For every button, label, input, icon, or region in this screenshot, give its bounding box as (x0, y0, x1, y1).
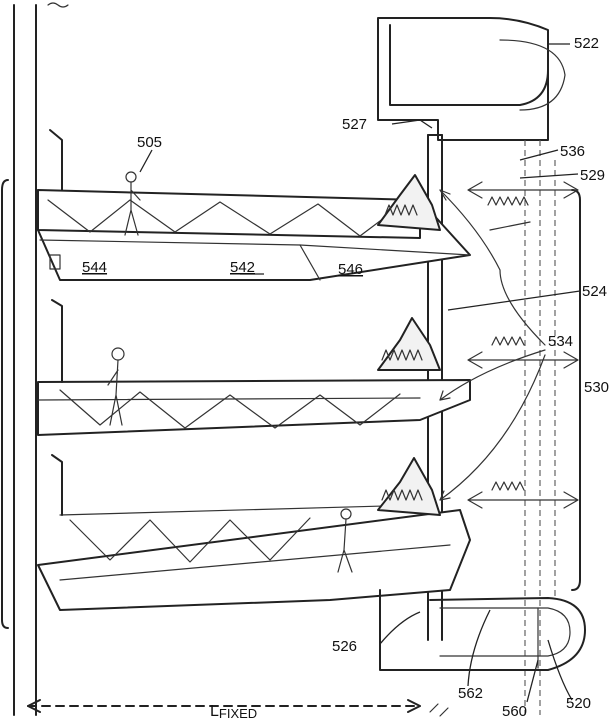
dimension-label-sub: FIXED (219, 706, 257, 720)
label-522: 522 (574, 35, 599, 52)
platform-middle (37, 299, 471, 436)
leader-lines (139, 43, 581, 703)
right-bracket (571, 189, 581, 591)
dimension-line (27, 699, 449, 717)
ghost-seating (487, 196, 531, 491)
label-534: 534 (548, 333, 573, 350)
seating-middle (377, 317, 441, 371)
seating-lower (377, 457, 441, 516)
person-lower (337, 508, 353, 573)
left-wall (13, 2, 69, 716)
lower-rail (379, 589, 586, 671)
label-505: 505 (137, 134, 162, 151)
person-upper (124, 171, 141, 236)
label-562: 562 (458, 685, 483, 702)
label-542: 542 (230, 259, 255, 276)
label-527: 527 (342, 116, 367, 133)
label-524: 524 (582, 283, 607, 300)
label-546: 546 (338, 261, 363, 278)
dimension-label-main: L (210, 703, 219, 720)
dimension-label: LFIXED (210, 703, 257, 720)
dashed-guides (524, 140, 556, 715)
label-536: 536 (560, 143, 585, 160)
label-529: 529 (580, 167, 605, 184)
platform-lower (37, 454, 471, 611)
left-bracket (1, 179, 9, 629)
path-arrows (439, 189, 546, 501)
label-526: 526 (332, 638, 357, 655)
label-530: 530 (584, 379, 609, 396)
label-560: 560 (502, 703, 527, 720)
upper-housing (377, 17, 566, 141)
person-middle (107, 347, 125, 426)
move-arrows (467, 181, 579, 509)
seating-upper (377, 174, 441, 231)
label-544: 544 (82, 259, 107, 276)
label-520: 520 (566, 695, 591, 712)
